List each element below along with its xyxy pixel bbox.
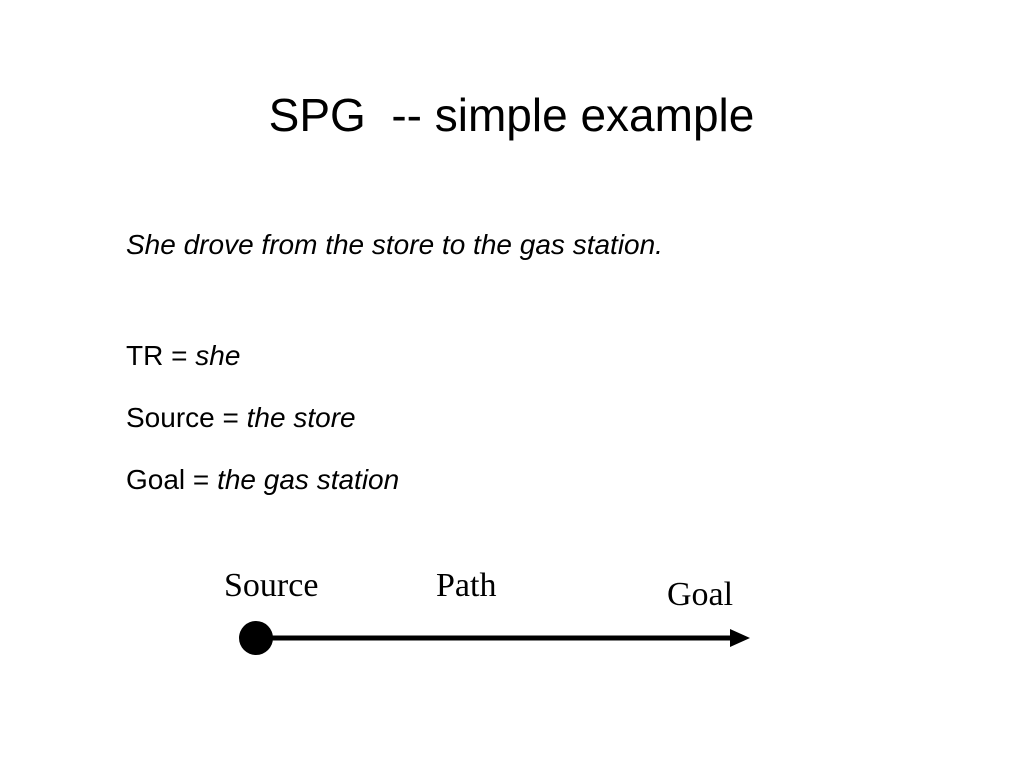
goal-term: Goal <box>126 464 186 495</box>
goal-value: the gas station <box>217 464 400 495</box>
slide-title: SPG -- simple example <box>268 89 755 141</box>
source-definition: Source = the store <box>126 402 356 434</box>
diagram-goal-label: Goal <box>667 576 734 613</box>
tr-definition: TR = she <box>126 340 240 372</box>
diagram-path-label: Path <box>436 567 497 604</box>
source-dot <box>239 621 273 655</box>
goal-arrowhead <box>730 629 750 647</box>
source-value: the store <box>246 402 356 433</box>
source-term: Source <box>126 402 215 433</box>
goal-equals: = <box>185 464 218 495</box>
diagram-source-label: Source <box>224 567 319 604</box>
source-equals: = <box>214 402 247 433</box>
tr-equals: = <box>163 340 196 371</box>
goal-definition: Goal = the gas station <box>126 464 399 496</box>
example-sentence: She drove from the store to the gas stat… <box>126 229 663 260</box>
tr-term: TR <box>126 340 164 371</box>
tr-value: she <box>195 340 241 371</box>
